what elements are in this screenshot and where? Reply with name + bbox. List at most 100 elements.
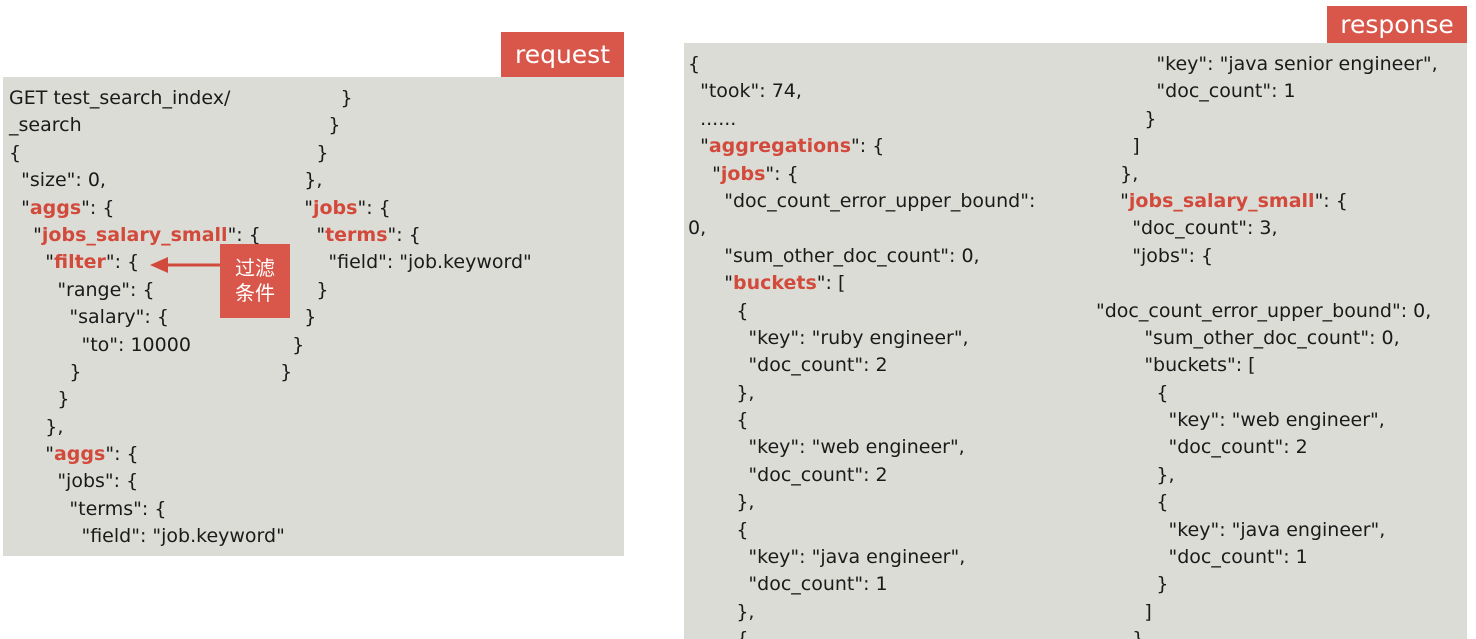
code-text: "took": 74, xyxy=(688,80,802,103)
code-text: "key": "java senior engineer", xyxy=(1096,53,1438,75)
code-line: "jobs": { xyxy=(688,161,1035,188)
code-line: } xyxy=(9,359,285,386)
code-line: "doc_count": 3, xyxy=(1096,215,1438,242)
code-text: "range": { xyxy=(9,278,155,301)
request-tag: request xyxy=(501,32,624,77)
code-text: ": { xyxy=(851,135,885,158)
code-line: } xyxy=(268,112,532,139)
code-text: { xyxy=(688,628,748,639)
code-text: }, xyxy=(1096,162,1139,185)
code-line: }, xyxy=(688,380,1035,407)
code-line: ] xyxy=(1096,599,1438,626)
code-line: "to": 10000 xyxy=(9,332,285,359)
request-code-panel: GET test_search_index/_search{ "size": 0… xyxy=(3,77,624,556)
filter-callout: 过滤 条件 xyxy=(220,244,290,318)
code-text: } xyxy=(268,333,305,356)
code-line: { xyxy=(688,298,1035,325)
code-text: "key": "ruby engineer", xyxy=(688,326,969,349)
code-key-highlight: jobs xyxy=(312,196,358,219)
code-key-highlight: jobs_salary_small xyxy=(1128,189,1315,212)
code-line: ] xyxy=(1096,133,1438,160)
code-line: } xyxy=(1096,626,1438,639)
code-line: } xyxy=(1096,106,1438,133)
code-text: "doc_count_error_upper_bound": xyxy=(688,189,1036,212)
code-line: "aggs": { xyxy=(9,195,285,222)
code-text: " xyxy=(268,196,313,219)
code-line: "doc_count": 2 xyxy=(688,352,1035,379)
code-line: "jobs": { xyxy=(268,195,532,222)
code-text: } xyxy=(268,306,317,329)
code-text: } xyxy=(268,114,341,137)
code-line: "field": "job.keyword" xyxy=(9,523,284,550)
code-line: { xyxy=(688,407,1035,434)
code-line: "range": { xyxy=(9,277,285,304)
code-line xyxy=(1096,270,1438,297)
code-text: ...... xyxy=(688,107,737,130)
code-key-highlight: buckets xyxy=(732,272,817,295)
code-line: "aggregations": { xyxy=(688,133,1035,160)
code-line: "took": 74, xyxy=(688,78,1035,105)
code-line: }, xyxy=(268,167,532,194)
code-text: " xyxy=(1096,189,1129,212)
code-text: "doc_count": 2 xyxy=(688,354,888,377)
code-line: "size": 0, xyxy=(9,167,285,194)
code-line: "doc_count": 1 xyxy=(1096,78,1438,105)
code-line: { xyxy=(1096,489,1438,516)
code-text: ": [ xyxy=(816,272,846,295)
request-code-left: GET test_search_index/_search{ "size": 0… xyxy=(9,85,285,551)
code-line: }, xyxy=(688,599,1035,626)
code-line: "jobs": { xyxy=(9,468,285,495)
code-line: }, xyxy=(1096,462,1438,489)
code-text: { xyxy=(688,53,701,75)
response-code-right: "key": "java senior engineer", "doc_coun… xyxy=(1096,51,1438,639)
code-text: } xyxy=(268,87,353,109)
code-text: "doc_count_error_upper_bound": 0, xyxy=(1096,299,1432,322)
code-text: " xyxy=(9,251,54,274)
code-text: " xyxy=(268,223,326,246)
code-key-highlight: aggs xyxy=(53,443,106,466)
code-line: } xyxy=(268,140,532,167)
code-text: "doc_count": 1 xyxy=(1096,546,1308,569)
code-line: } xyxy=(268,304,532,331)
code-text: "field": "job.keyword" xyxy=(268,251,532,274)
code-text: } xyxy=(9,360,82,383)
code-line: "buckets": [ xyxy=(1096,352,1438,379)
code-line: "doc_count": 1 xyxy=(1096,544,1438,571)
code-line: _search xyxy=(9,112,285,139)
code-text: ": { xyxy=(765,162,799,185)
code-line: "salary": { xyxy=(9,304,285,331)
code-text: "key": "java engineer", xyxy=(1096,518,1386,541)
code-line: "doc_count_error_upper_bound": 0, xyxy=(1096,298,1438,325)
code-text: } xyxy=(1096,107,1157,130)
code-line: ...... xyxy=(688,106,1035,133)
code-line: { xyxy=(1096,380,1438,407)
code-text: " xyxy=(688,135,709,158)
response-code-left: { "took": 74, ...... "aggregations": { "… xyxy=(688,51,1035,639)
code-text: "doc_count": 2 xyxy=(688,463,888,486)
code-line: }, xyxy=(1096,161,1438,188)
code-line: "key": "web engineer", xyxy=(688,434,1035,461)
code-text: } xyxy=(1096,628,1144,639)
code-text: "terms": { xyxy=(9,497,167,520)
code-text: ": { xyxy=(1314,189,1348,212)
code-text: ": { xyxy=(387,223,421,246)
code-line: GET test_search_index/ xyxy=(9,85,285,112)
code-text: } xyxy=(9,388,70,411)
code-text: 0, xyxy=(688,217,707,240)
code-text: } xyxy=(1096,573,1169,596)
code-line: } xyxy=(268,332,532,359)
code-key-highlight: jobs_salary_small xyxy=(41,223,228,246)
code-line: { xyxy=(688,517,1035,544)
code-line: "doc_count_error_upper_bound": xyxy=(688,188,1035,215)
code-text: { xyxy=(1096,491,1169,514)
code-text: ": { xyxy=(81,196,115,219)
callout-line-1: 过滤 xyxy=(235,256,275,280)
code-text: "size": 0, xyxy=(9,169,106,192)
code-line: "doc_count": 2 xyxy=(688,462,1035,489)
request-code-right: } } } }, "jobs": { "terms": { "field": "… xyxy=(268,85,532,386)
code-text: "key": "web engineer", xyxy=(1096,409,1385,432)
code-text: "key": "web engineer", xyxy=(688,436,965,459)
code-line: "filter": { xyxy=(9,249,285,276)
code-text: "sum_other_doc_count": 0, xyxy=(1096,326,1400,349)
code-line: } xyxy=(268,85,532,112)
